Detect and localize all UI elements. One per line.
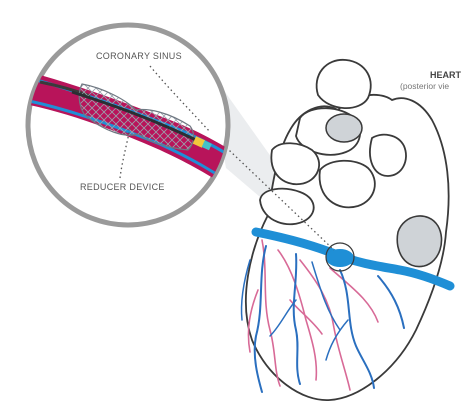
reducer-device-label: REDUCER DEVICE (80, 182, 165, 192)
heart-view-label: (posterior vie (400, 81, 449, 91)
heart-right-chamber (397, 216, 441, 267)
heart (246, 60, 449, 400)
coronary-sinus-bulge (326, 249, 354, 267)
coronary-sinus-label: CORONARY SINUS (96, 51, 182, 61)
heart-label: HEART (430, 70, 461, 80)
pulmonary-vein-1 (326, 114, 362, 142)
pulmonary-vein-2 (370, 135, 406, 176)
heart-right-atrium (271, 143, 319, 184)
heart-aorta (317, 60, 371, 108)
